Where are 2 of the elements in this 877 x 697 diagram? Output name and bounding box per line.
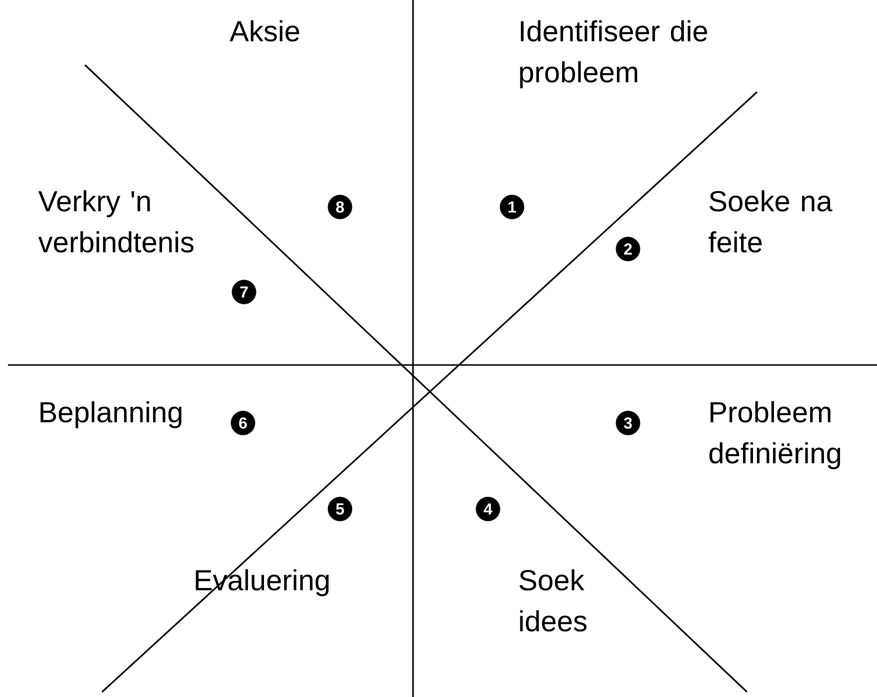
sector-label: Identifiseer die probleem [520, 20, 708, 88]
sector-label: Aksie [230, 20, 300, 42]
